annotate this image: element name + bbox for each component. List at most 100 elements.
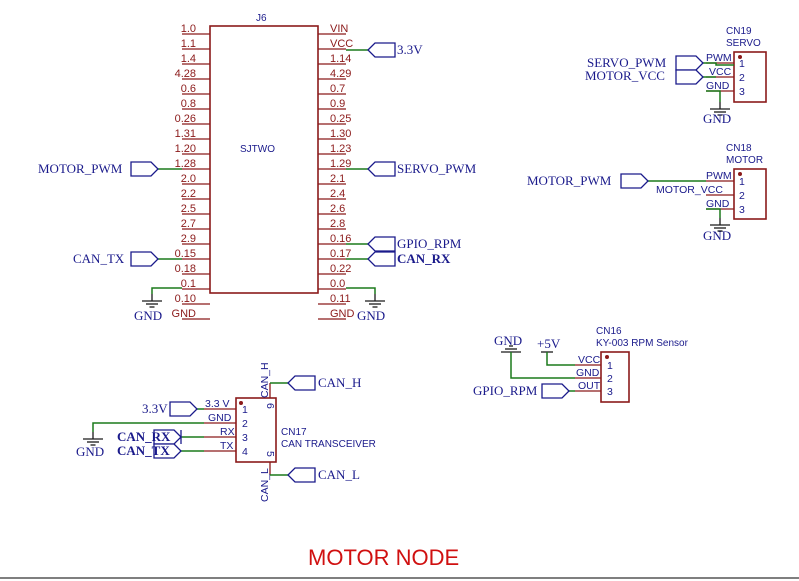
cn19-refdes: CN19 (726, 26, 752, 37)
cn16-pin1-num: 1 (607, 360, 613, 372)
gpio-rpm-port-j6[interactable] (367, 236, 396, 252)
motor-vcc-port-cn19[interactable] (675, 69, 704, 85)
cn16-pin2-num: 2 (607, 373, 613, 385)
motor-pwm-port-cn18[interactable] (620, 173, 649, 189)
j6-left-pin-label: 1.20 (175, 143, 196, 155)
cn16-body (600, 351, 630, 403)
j6-right-pin-label: 1.30 (330, 128, 351, 140)
j6-right-pin-label: 2.1 (330, 173, 345, 185)
cn17-value: CAN TRANSCEIVER (281, 439, 376, 450)
cn19-pin1-name: PWM (706, 52, 732, 64)
j6-right-pin-label: 0.16 (330, 233, 351, 245)
j6-left-pin-label: 2.9 (181, 233, 196, 245)
j6-right-pins: VINVCC1.144.290.70.90.251.301.231.292.12… (318, 23, 355, 320)
gpio-rpm-port-cn16[interactable] (541, 383, 570, 399)
j6-left-pin-label: 2.7 (181, 218, 196, 230)
v33-port-cn17[interactable] (169, 401, 198, 417)
j6-right-pin-label: 0.17 (330, 248, 351, 260)
v33-port-j6[interactable] (367, 42, 396, 58)
cn16-component[interactable]: CN16 KY-003 RPM Sensor 1 2 3 VCC GND OUT (575, 326, 689, 403)
net-label-motor-vcc-cn19: MOTOR_VCC (585, 68, 665, 83)
j6-left-pin-label: 2.5 (181, 203, 196, 215)
j6-right-pin-label: 2.6 (330, 203, 345, 215)
j6-right-pin-label: 2.4 (330, 188, 345, 200)
j6-left-pin-label: 0.6 (181, 83, 196, 95)
net-label-motor-pwm-left: MOTOR_PWM (38, 161, 123, 176)
cn18-pin3-num: 3 (739, 204, 745, 216)
j6-left-pin-label: 1.0 (181, 23, 196, 35)
j6-right-pin-label: 1.14 (330, 53, 351, 65)
j6-refdes: J6 (256, 13, 267, 24)
cn17-pin1-num: 1 (242, 404, 248, 416)
cn19-pin2-num: 2 (739, 72, 745, 84)
cn18-pin2-num: 2 (739, 190, 745, 202)
cn19-pin1-num: 1 (739, 58, 745, 70)
cn17-refdes: CN17 (281, 427, 307, 438)
cn18-component[interactable]: CN18 MOTOR 1 2 3 PWM MOTOR_VCC GND (656, 143, 767, 220)
cn18-pin2-name: MOTOR_VCC (656, 184, 723, 196)
cn16-value: KY-003 RPM Sensor (596, 338, 689, 349)
net-label-5v: +5V (537, 336, 561, 351)
cn19-pin3-num: 3 (739, 86, 745, 98)
can-tx-port[interactable] (130, 251, 159, 267)
j6-right-pin-label: 0.11 (330, 293, 351, 305)
j6-left-pin-label: 2.2 (181, 188, 196, 200)
j6-right-pin-label: 1.23 (330, 143, 351, 155)
cn18-pin1-name: PWM (706, 170, 732, 182)
cn19-pin1-dot (738, 55, 742, 59)
j6-left-pin-label: 1.1 (181, 38, 196, 50)
cn19-pin2-name: VCC (709, 66, 732, 78)
can-rx-port-j6[interactable] (367, 251, 396, 267)
net-label-servo-pwm-j6: SERVO_PWM (397, 161, 477, 176)
j6-right-pin-label: 2.8 (330, 218, 345, 230)
j6-left-pin-label: 1.31 (175, 128, 196, 140)
j6-left-pin-label: 4.28 (175, 68, 196, 80)
j6-left-pin-label: 0.15 (175, 248, 196, 260)
cn17-pin1-name: 3.3 V (205, 398, 230, 410)
j6-left-pin-label: 1.28 (175, 158, 196, 170)
cn17-component[interactable]: CN17 CAN TRANSCEIVER 1 2 3 4 5 6 3.3 V G… (204, 362, 376, 502)
sheet-title: MOTOR NODE (308, 545, 459, 570)
can-h-port[interactable] (287, 375, 316, 391)
j6-value: SJTWO (240, 144, 275, 155)
cn17-body (235, 397, 277, 463)
net-label-servo-pwm-cn19: SERVO_PWM (587, 55, 667, 70)
j6-right-pin-label: 1.29 (330, 158, 351, 170)
servo-pwm-port-cn19[interactable] (675, 55, 704, 71)
cn16-pin1-dot (605, 355, 609, 359)
servo-pwm-port-j6[interactable] (367, 161, 396, 177)
cn18-value: MOTOR (726, 155, 763, 166)
cn18-pin3-name: GND (706, 198, 730, 210)
gnd-label-cn16: GND (494, 333, 522, 348)
cn17-pin6-name: CAN_H (259, 362, 271, 398)
net-label-can-l: CAN_L (318, 467, 360, 482)
motor-pwm-port-left[interactable] (130, 161, 159, 177)
j6-right-pin-label: 4.29 (330, 68, 351, 80)
can-l-port[interactable] (287, 467, 316, 483)
net-label-can-h: CAN_H (318, 375, 361, 390)
j6-right-pin-label: 0.25 (330, 113, 351, 125)
cn17-pin3-name: RX (220, 426, 235, 438)
j6-left-pins: 1.01.11.44.280.60.80.261.311.201.282.02.… (172, 23, 210, 320)
j6-right-pin-label: VIN (330, 23, 348, 35)
j6-right-pin-label: GND (330, 308, 355, 320)
j6-left-pin-label: 0.10 (175, 293, 196, 305)
cn17-pin1-dot (239, 401, 243, 405)
j6-component[interactable]: J6 SJTWO 1.01.11.44.280.60.80.261.311.20… (172, 13, 355, 320)
gnd-label-cn17: GND (76, 444, 104, 459)
cn16-pin1-name: VCC (578, 354, 601, 366)
cn19-value: SERVO (726, 38, 761, 49)
cn16-refdes: CN16 (596, 326, 622, 337)
gnd-label-cn19: GND (703, 111, 731, 126)
j6-right-pin-label: 0.9 (330, 98, 345, 110)
gnd-label-j6-left: GND (134, 308, 162, 323)
cn17-pin4-num: 4 (242, 446, 248, 458)
cn17-pin5-name: CAN_L (259, 468, 271, 502)
j6-right-pin-label: VCC (330, 38, 353, 50)
cn18-refdes: CN18 (726, 143, 752, 154)
can-tx-port-cn17[interactable] (153, 443, 182, 459)
cn16-pin2-name: GND (576, 367, 600, 379)
cn16-pin3-name: OUT (578, 380, 601, 392)
cn18-pin1-num: 1 (739, 176, 745, 188)
